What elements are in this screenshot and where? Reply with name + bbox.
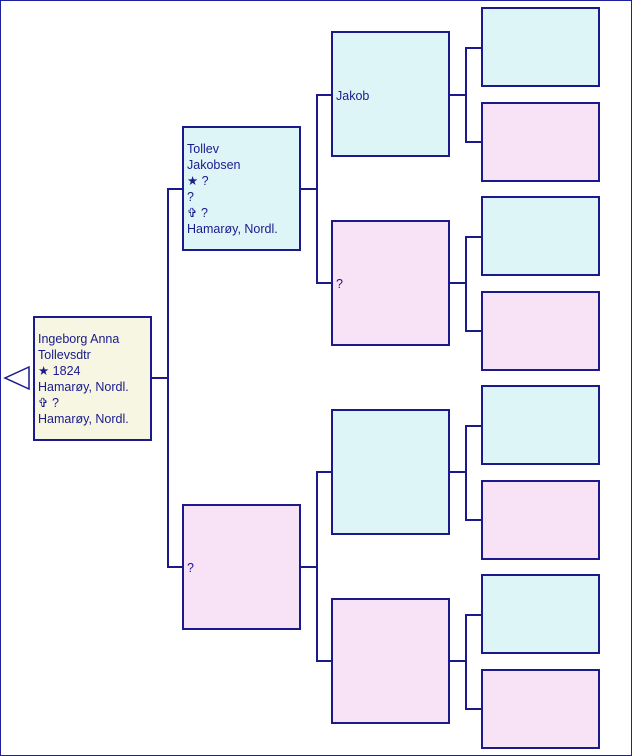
connector <box>449 660 466 662</box>
connector <box>465 614 467 709</box>
connector <box>465 425 482 427</box>
connector <box>300 188 317 190</box>
person-box-great-grandparent-2[interactable] <box>481 102 600 182</box>
connector <box>465 519 482 521</box>
connector <box>465 236 467 331</box>
connector <box>465 614 482 616</box>
connector <box>167 188 183 190</box>
birth-place: Hamarøy, Nordl. <box>38 380 129 394</box>
connector <box>316 94 318 284</box>
person-name-last: Tollevsdtr <box>38 348 91 362</box>
connector <box>465 425 467 520</box>
death-place: Hamarøy, Nordl. <box>187 222 278 236</box>
connector <box>316 94 331 96</box>
person-name-first: Jakob <box>336 89 370 103</box>
back-arrow-icon[interactable] <box>3 365 31 391</box>
person-box-father[interactable]: Tollev Jakobsen ★ ? ? ✞ ? Hamarøy, Nordl… <box>182 126 301 251</box>
connector <box>449 94 466 96</box>
connector <box>167 566 183 568</box>
person-box-paternal-grandfather[interactable]: Jakob <box>331 31 450 157</box>
person-box-maternal-grandfather[interactable] <box>331 409 450 535</box>
person-name-first: Ingeborg Anna <box>38 332 120 346</box>
connector <box>316 282 331 284</box>
connector <box>151 377 168 379</box>
death-date: ✞ ? <box>187 206 208 220</box>
person-box-root[interactable]: Ingeborg Anna Tollevsdtr ★ 1824 Hamarøy,… <box>33 316 152 441</box>
connector <box>316 471 331 473</box>
person-box-great-grandparent-1[interactable] <box>481 7 600 87</box>
person-name-first: ? <box>336 277 343 291</box>
person-name-first: Tollev <box>187 142 219 156</box>
death-date: ✞ ? <box>38 396 59 410</box>
birth-date: ★ ? <box>187 174 209 188</box>
person-box-great-grandparent-3[interactable] <box>481 196 600 276</box>
person-name-first: ? <box>187 561 194 575</box>
connector <box>316 660 331 662</box>
person-name-last: Jakobsen <box>187 158 241 172</box>
connector <box>167 188 169 568</box>
connector <box>316 471 318 661</box>
person-box-great-grandparent-8[interactable] <box>481 669 600 749</box>
birth-place: ? <box>187 190 194 204</box>
person-box-paternal-grandmother[interactable]: ? <box>331 220 450 346</box>
death-place: Hamarøy, Nordl. <box>38 412 129 426</box>
person-box-maternal-grandmother[interactable] <box>331 598 450 724</box>
connector <box>465 708 482 710</box>
birth-date: ★ 1824 <box>38 364 81 378</box>
person-box-great-grandparent-5[interactable] <box>481 385 600 465</box>
person-box-mother[interactable]: ? <box>182 504 301 630</box>
connector <box>449 471 466 473</box>
connector <box>449 282 466 284</box>
connector <box>465 141 482 143</box>
connector <box>465 47 482 49</box>
connector <box>465 330 482 332</box>
person-box-great-grandparent-4[interactable] <box>481 291 600 371</box>
connector <box>465 236 482 238</box>
person-box-great-grandparent-7[interactable] <box>481 574 600 654</box>
connector <box>300 566 317 568</box>
person-box-great-grandparent-6[interactable] <box>481 480 600 560</box>
connector <box>465 47 467 142</box>
